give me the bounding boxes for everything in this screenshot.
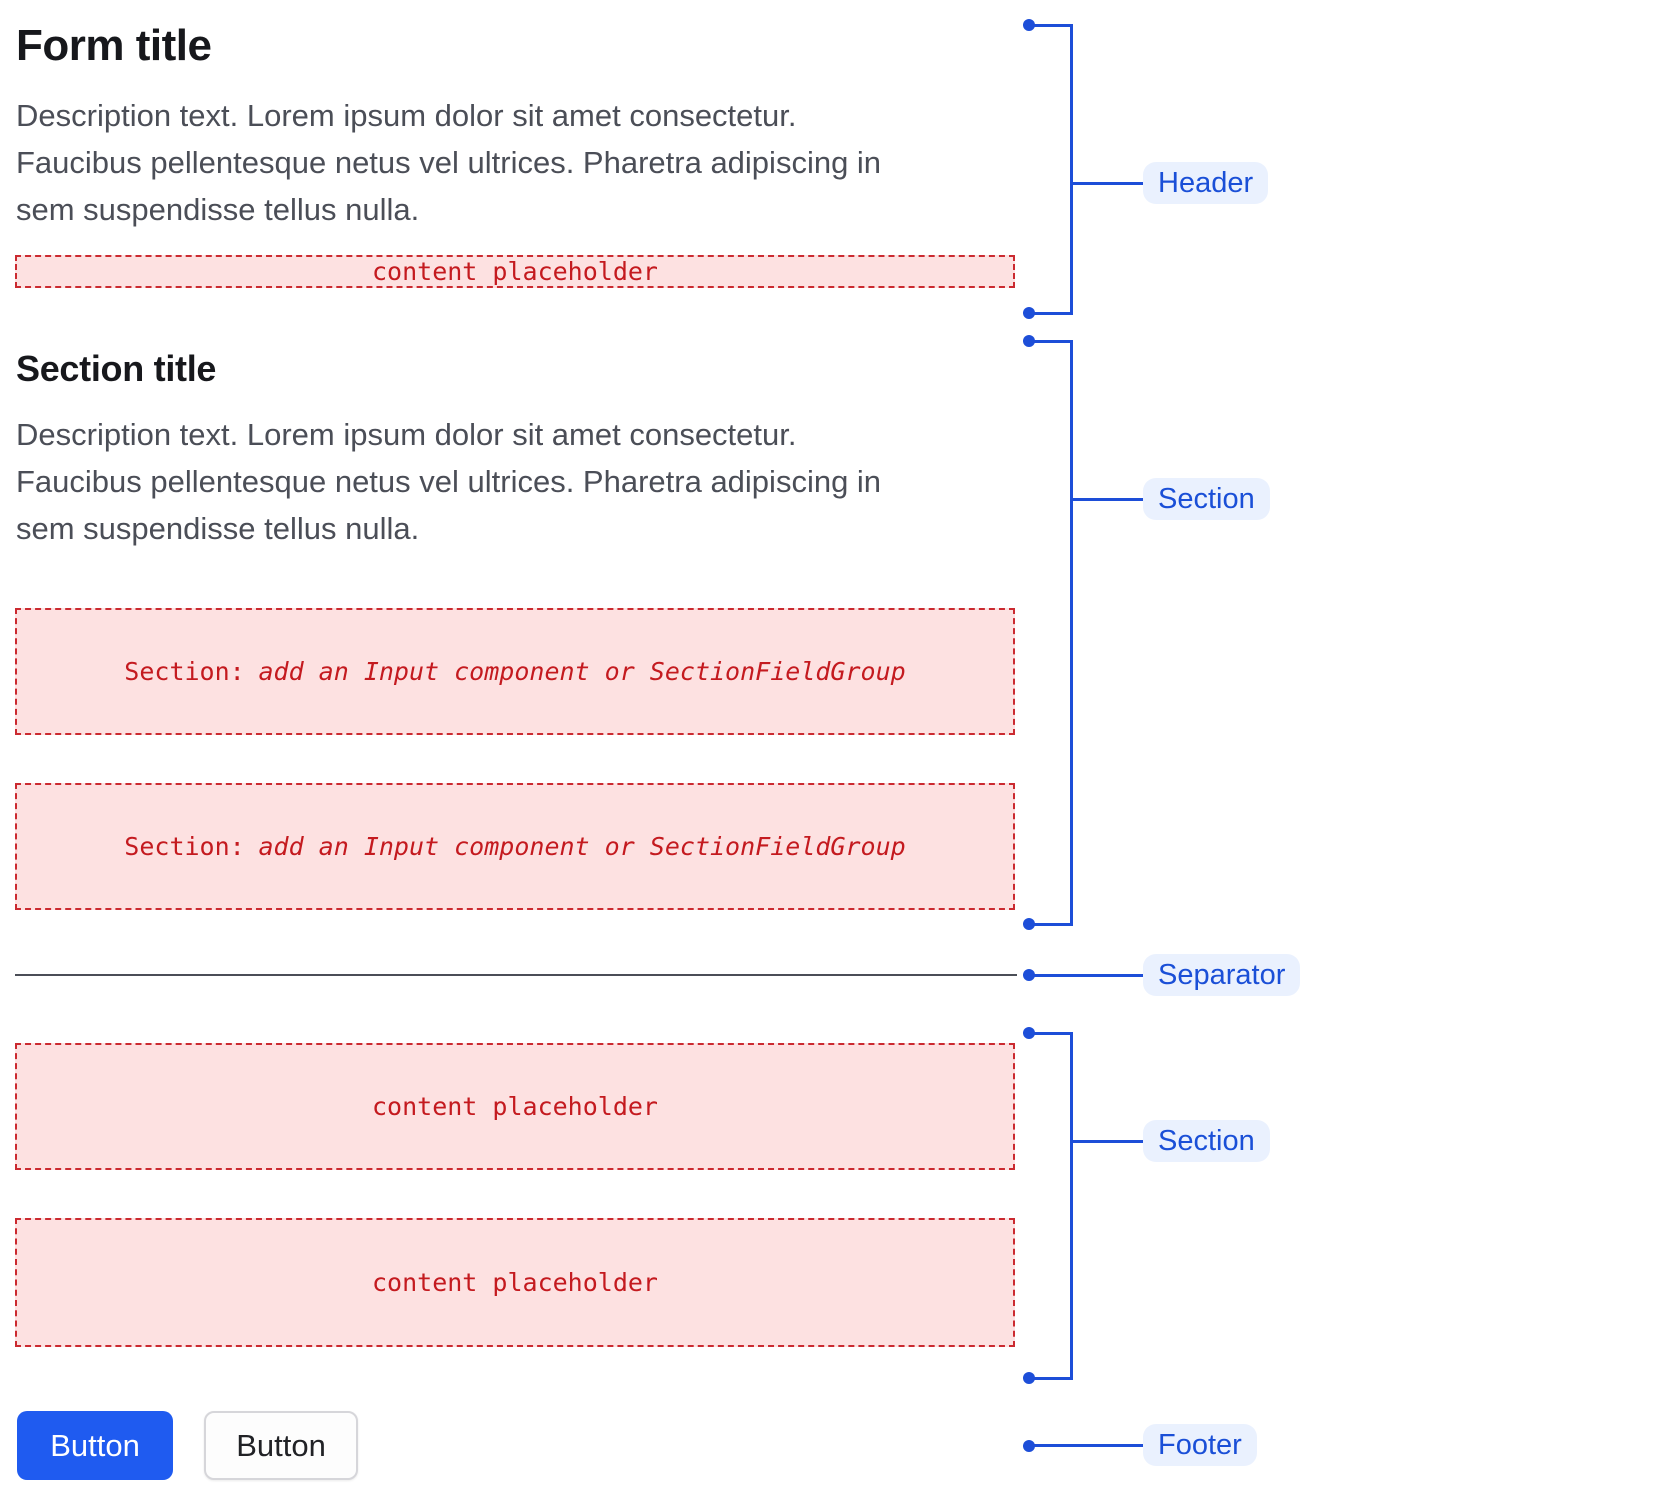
section-input-placeholder: Section: add an Input component or Secti…: [15, 608, 1015, 735]
bracket-line: [1070, 340, 1073, 926]
header-content-placeholder: content placeholder: [15, 255, 1015, 288]
placeholder-prefix: Section:: [124, 832, 245, 861]
section-content-placeholder: content placeholder: [15, 1218, 1015, 1347]
section-description: Description text. Lorem ipsum dolor sit …: [16, 417, 882, 546]
connector-line: [1029, 24, 1071, 27]
primary-button[interactable]: Button: [17, 1411, 173, 1480]
section-title: Section title: [16, 348, 217, 389]
section-content-placeholder: content placeholder: [15, 1043, 1015, 1170]
connector-line: [1071, 1140, 1143, 1143]
placeholder-text: add an Input component or SectionFieldGr…: [258, 832, 906, 861]
connector-line: [1029, 923, 1071, 926]
separator-line: [15, 974, 1017, 976]
connector-line: [1029, 974, 1143, 977]
annotation-label-header: Header: [1143, 162, 1269, 204]
annotation-label-separator: Separator: [1143, 954, 1301, 996]
bracket-line: [1070, 24, 1073, 315]
placeholder-prefix: Section:: [124, 657, 245, 686]
form-title: Form title: [16, 21, 212, 70]
connector-line: [1029, 1377, 1071, 1380]
connector-line: [1029, 340, 1071, 343]
section-input-placeholder: Section: add an Input component or Secti…: [15, 783, 1015, 910]
annotation-label-footer: Footer: [1143, 1424, 1257, 1466]
connector-line: [1029, 312, 1071, 315]
connector-line: [1071, 498, 1143, 501]
annotation-label-section: Section: [1143, 478, 1270, 520]
placeholder-text: content placeholder: [372, 1268, 658, 1297]
form-description: Description text. Lorem ipsum dolor sit …: [16, 98, 882, 227]
placeholder-text: content placeholder: [372, 1092, 658, 1121]
annotation-label-section: Section: [1143, 1120, 1270, 1162]
secondary-button[interactable]: Button: [204, 1411, 358, 1480]
connector-line: [1029, 1032, 1071, 1035]
bracket-line: [1070, 1032, 1073, 1380]
connector-line: [1029, 1444, 1143, 1447]
placeholder-text: add an Input component or SectionFieldGr…: [258, 657, 906, 686]
placeholder-text: content placeholder: [372, 257, 658, 286]
connector-line: [1071, 182, 1143, 185]
